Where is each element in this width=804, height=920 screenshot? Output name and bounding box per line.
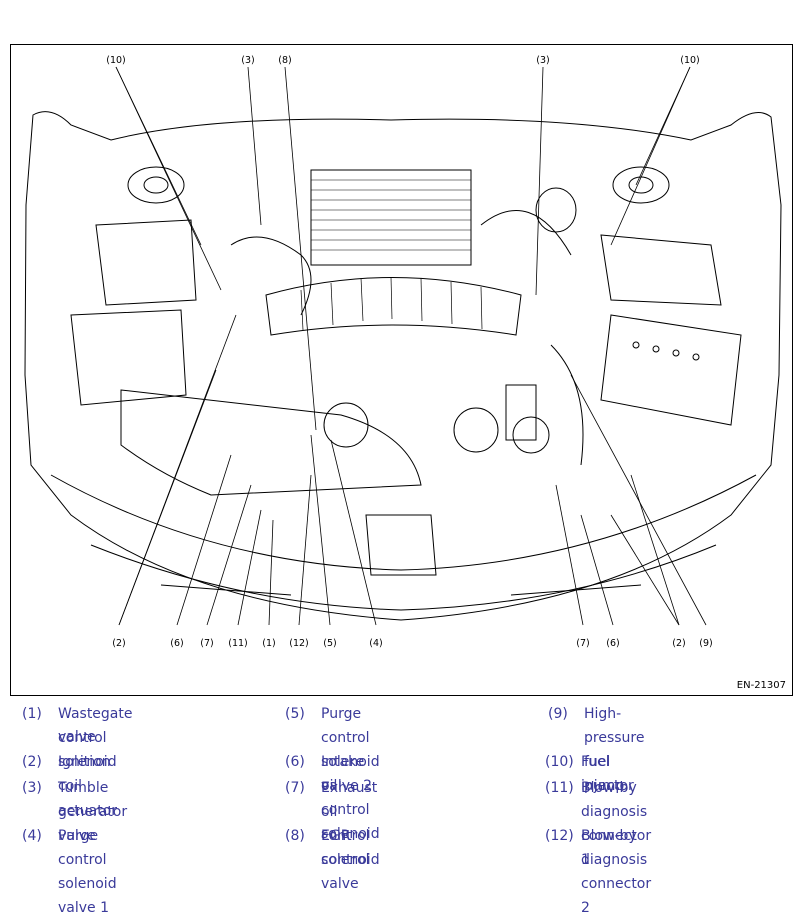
callout-label-c2r: (2): [672, 638, 686, 649]
callout-label-c10r: (10): [680, 55, 700, 66]
hose-3: [550, 344, 584, 466]
pulley-3: [512, 416, 550, 454]
reservoir-right: [600, 234, 722, 306]
callout-label-c8t: (8): [278, 55, 292, 66]
callout-label-c7l: (7): [200, 638, 214, 649]
legend-text: High-pressure fuel pump: [584, 706, 645, 794]
legend-text: Ignition coil: [58, 754, 111, 794]
pulley-2: [453, 407, 499, 453]
hood-latch: [365, 514, 437, 576]
radiator-support: [50, 474, 757, 571]
engine-bay-figure: (10) (3) (8) (3) (10) (2) (6) (7) (11) (1) (12) (5)…: [10, 44, 793, 696]
figure-code: EN-21307: [736, 680, 786, 691]
battery-caps: [632, 341, 700, 361]
hose-1: [230, 236, 312, 316]
intake-manifold: [265, 277, 522, 336]
legend-number: (2): [22, 754, 42, 770]
legend-text: Tumble generator valve: [58, 780, 128, 844]
legend-text: Blow-by diagnosis connector 2: [581, 828, 652, 916]
legend-number: (4): [22, 828, 42, 844]
legend-text: Wastegate control solenoid: [58, 706, 133, 770]
engine-bay-drawing: [24, 66, 782, 626]
left-strut-top: [143, 176, 169, 194]
callout-label-c3r: (3): [536, 55, 550, 66]
body-outline: [24, 111, 782, 621]
callout-label-c12: (12): [289, 638, 309, 649]
legend-number: (11): [545, 780, 574, 796]
hose-2: [480, 210, 572, 256]
manifold-runners: [300, 276, 483, 331]
callout-label-c1: (1): [262, 638, 276, 649]
legend-text: Purge control solenoid valve 2: [321, 706, 380, 794]
front-bumper-edge: [90, 544, 717, 611]
legend-number: (1): [22, 706, 42, 722]
air-intake-duct: [120, 389, 422, 496]
callout-label-c3l: (3): [241, 55, 255, 66]
fuse-box: [70, 309, 187, 406]
callout-label-c2l: (2): [112, 638, 126, 649]
right-strut-tower: [612, 166, 670, 204]
battery: [600, 314, 742, 426]
intercooler-fins: [311, 179, 471, 251]
legend-text: EGR control valve: [321, 828, 370, 892]
callout-label-c10l: (10): [106, 55, 126, 66]
left-strut-tower: [127, 166, 185, 204]
legend-number: (3): [22, 780, 42, 796]
oil-filter: [505, 384, 537, 441]
legend-text: Purge control solenoid valve 1: [58, 828, 117, 916]
legend-number: (5): [285, 706, 305, 722]
callout-label-c11: (11): [228, 638, 248, 649]
legend-text: Fuel injector: [581, 754, 634, 794]
legend-text: actuator: [58, 803, 118, 819]
legend-number: (8): [285, 828, 305, 844]
callout-label-c5: (5): [323, 638, 337, 649]
brake-reservoir: [535, 187, 577, 233]
left-box-top: [95, 219, 197, 306]
callout-label-c4: (4): [369, 638, 383, 649]
intercooler: [310, 169, 472, 266]
legend-number: (12): [545, 828, 574, 844]
right-strut-top: [628, 176, 654, 194]
legend-number: (10): [545, 754, 574, 770]
legend-text: valve: [58, 729, 96, 745]
callout-label-c6l: (6): [170, 638, 184, 649]
legend-number: (6): [285, 754, 305, 770]
legend-text: Blow-by diagnosis connector 1: [581, 780, 652, 868]
leader-lines: [115, 66, 707, 626]
legend-number: (7): [285, 780, 305, 796]
callout-label-c7r: (7): [576, 638, 590, 649]
callout-label-c9: (9): [699, 638, 713, 649]
legend-text: Intake oil control solenoid: [321, 754, 380, 842]
callout-label-c6r: (6): [606, 638, 620, 649]
pulley-1: [323, 402, 369, 448]
legend-number: (9): [548, 706, 568, 722]
